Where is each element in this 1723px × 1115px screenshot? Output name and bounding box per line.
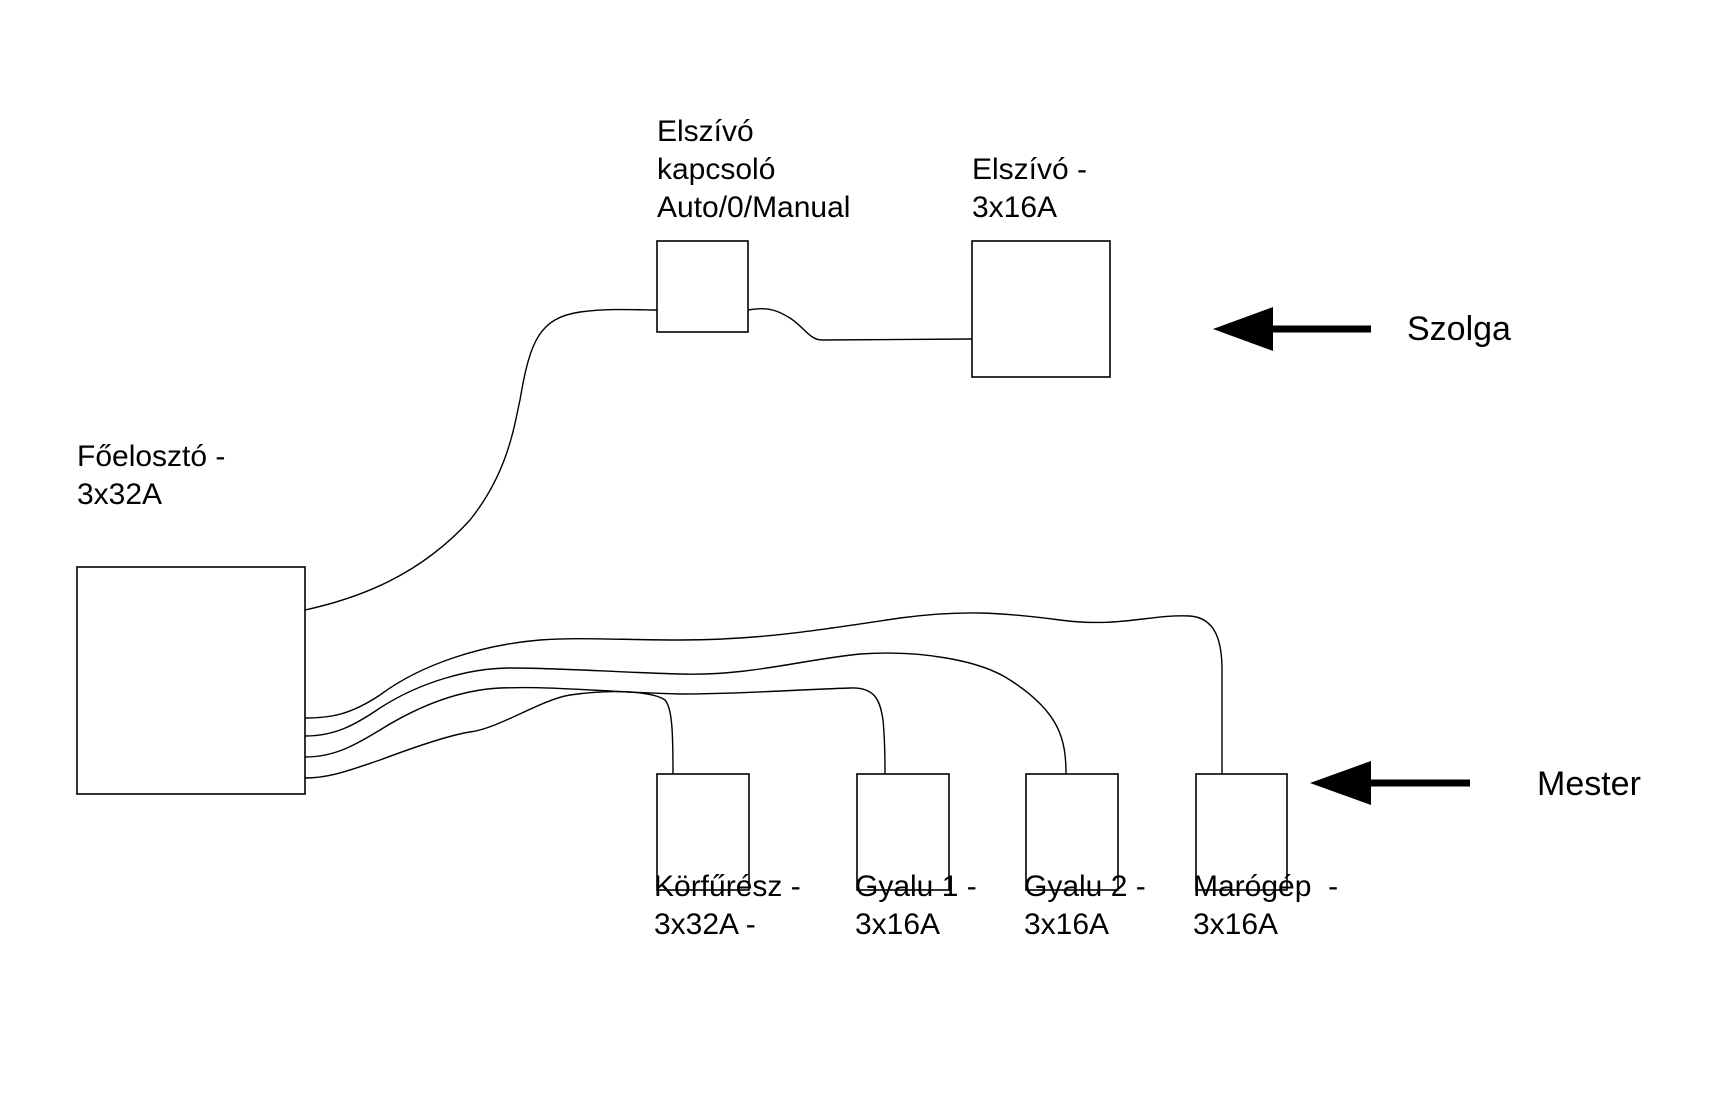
extractor-switch-label-line1: Elszívó bbox=[657, 115, 754, 148]
node-planer-1[interactable]: Gyalu 1 - 3x16A bbox=[855, 773, 977, 941]
router-label-line2: 3x16A bbox=[1193, 908, 1278, 941]
main-distributor-box[interactable] bbox=[76, 566, 306, 795]
slave-label: Szolga bbox=[1407, 310, 1511, 348]
main-distributor-label-line2: 3x32A bbox=[77, 478, 162, 511]
wire-main-to-circular-saw bbox=[304, 690, 674, 779]
planer-1-box[interactable] bbox=[856, 773, 950, 891]
annotation-master: Mester bbox=[1310, 761, 1641, 805]
extractor-label-line2: 3x16A bbox=[972, 191, 1057, 224]
wire-main-to-planer-2 bbox=[304, 652, 1067, 775]
wire-switch-to-extractor bbox=[747, 308, 973, 341]
arrow-left-icon bbox=[1213, 307, 1371, 351]
extractor-switch-label-line2: kapcsoló bbox=[657, 153, 775, 186]
node-circular-saw[interactable]: Körfűrész - 3x32A - bbox=[654, 773, 801, 941]
extractor-label-line1: Elszívó - bbox=[972, 153, 1087, 186]
extractor-switch-label-line3: Auto/0/Manual bbox=[657, 191, 850, 224]
extractor-switch-box[interactable] bbox=[656, 240, 749, 333]
planer-2-label-line1: Gyalu 2 - bbox=[1024, 870, 1146, 903]
wire-main-to-switch bbox=[304, 308, 658, 611]
planer-1-label-line2: 3x16A bbox=[855, 908, 940, 941]
annotation-slave: Szolga bbox=[1213, 307, 1511, 351]
node-main-distributor[interactable]: Főelosztó - 3x32A bbox=[76, 440, 306, 795]
router-label-line1: Marógép - bbox=[1193, 870, 1338, 903]
node-extractor-switch[interactable]: Elszívó kapcsoló Auto/0/Manual bbox=[656, 115, 850, 333]
wire-main-to-planer-1 bbox=[304, 686, 886, 775]
circular-saw-label-line1: Körfűrész - bbox=[654, 870, 801, 903]
router-box[interactable] bbox=[1195, 773, 1288, 891]
main-distributor-label-line1: Főelosztó - bbox=[77, 440, 225, 473]
node-router[interactable]: Marógép - 3x16A bbox=[1193, 773, 1338, 941]
node-extractor[interactable]: Elszívó - 3x16A bbox=[971, 153, 1111, 378]
planer-1-label-line1: Gyalu 1 - bbox=[855, 870, 977, 903]
node-planer-2[interactable]: Gyalu 2 - 3x16A bbox=[1024, 773, 1146, 941]
master-label: Mester bbox=[1537, 765, 1641, 803]
planer-2-label-line2: 3x16A bbox=[1024, 908, 1109, 941]
circular-saw-box[interactable] bbox=[656, 773, 750, 891]
circular-saw-label-line2: 3x32A - bbox=[654, 908, 756, 941]
planer-2-box[interactable] bbox=[1025, 773, 1119, 891]
wire-main-to-router bbox=[304, 612, 1223, 774]
extractor-box[interactable] bbox=[971, 240, 1111, 378]
arrow-left-icon bbox=[1310, 761, 1470, 805]
